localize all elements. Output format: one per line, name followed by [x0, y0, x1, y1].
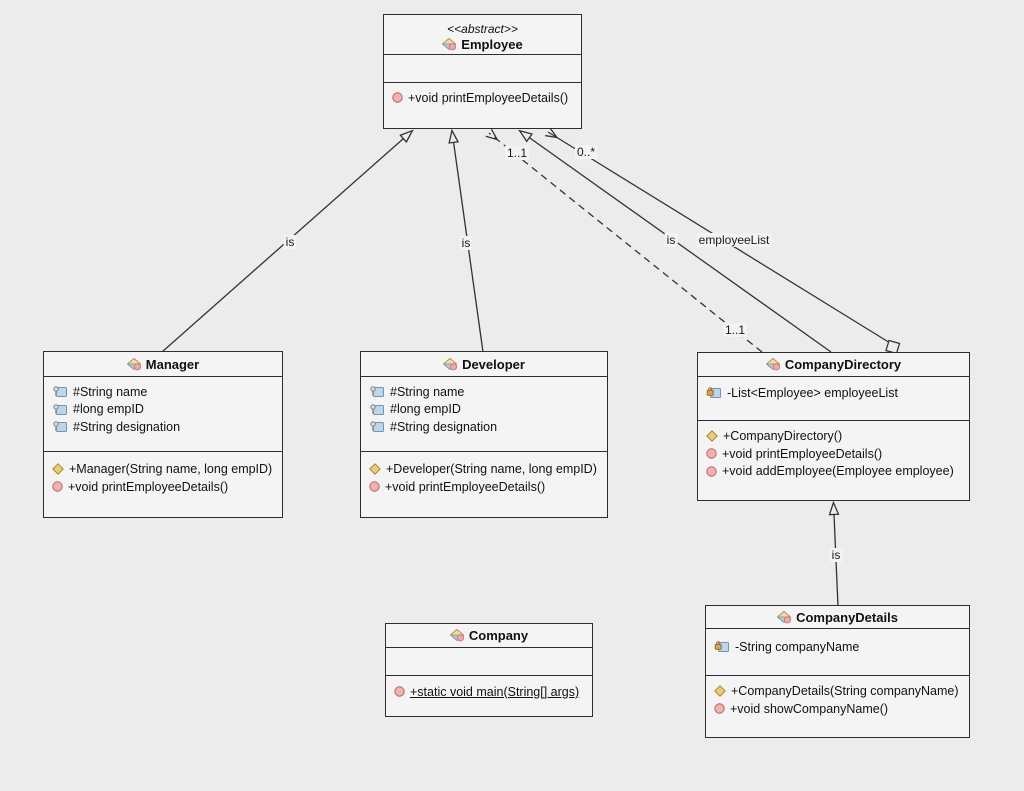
field-key-icon: [369, 403, 385, 416]
edge-label-developer-is: is: [459, 236, 473, 250]
method-row: +static void main(String[] args): [386, 683, 592, 701]
class-title: CompanyDirectory: [698, 353, 969, 377]
attribute-row: -String companyName: [706, 638, 969, 656]
method-row: +Manager(String name, long empID): [44, 461, 282, 479]
attribute-row: #long empID: [361, 401, 607, 419]
field-key-icon: [52, 403, 68, 416]
class-icon: [443, 357, 458, 371]
edge-label-multiplicity-one-bottom: 1..1: [722, 323, 748, 337]
method-row: +CompanyDirectory(): [698, 428, 969, 446]
method-row: +void printEmployeeDetails(): [698, 445, 969, 463]
method-circle-icon: [714, 703, 725, 714]
field-key-icon: [369, 420, 385, 433]
class-icon: [126, 357, 141, 371]
method-row: +void printEmployeeDetails(): [44, 478, 282, 496]
class-box-manager[interactable]: Manager #String name #long empID #String…: [43, 351, 283, 518]
class-box-employee[interactable]: <<abstract>> Employee +void printEmploye…: [383, 14, 582, 129]
class-name: Developer: [462, 356, 525, 372]
method-circle-icon: [369, 481, 380, 492]
methods-section: +static void main(String[] args): [386, 676, 592, 701]
method-row: +void showCompanyName(): [706, 700, 969, 718]
method-circle-icon: [706, 448, 717, 459]
attributes-section: [386, 648, 592, 676]
class-name: CompanyDetails: [796, 609, 898, 625]
constructor-diamond-icon: [369, 463, 381, 476]
methods-section: +void printEmployeeDetails(): [384, 83, 581, 107]
class-icon: [449, 629, 464, 642]
constructor-diamond-icon: [706, 430, 718, 443]
class-name: Manager: [145, 356, 200, 372]
field-key-icon: [52, 385, 68, 398]
class-icon: [442, 37, 457, 51]
edge-directory-dependency-employee[interactable]: [489, 133, 763, 353]
class-title: CompanyDetails: [706, 606, 969, 629]
attributes-section: #String name #long empID #String designa…: [361, 377, 607, 452]
constructor-diamond-icon: [52, 463, 64, 476]
attribute-row: -List<Employee> employeeList: [698, 384, 969, 402]
class-name: Employee: [461, 36, 523, 52]
class-title: Developer: [361, 352, 607, 377]
stereotype-label: <<abstract>>: [447, 21, 518, 36]
class-name: CompanyDirectory: [784, 357, 902, 372]
class-icon: [765, 358, 780, 371]
class-icon: [777, 610, 792, 624]
attributes-section: -List<Employee> employeeList: [698, 377, 969, 421]
method-row: +CompanyDetails(String companyName): [706, 683, 969, 701]
edge-label-multiplicity-one-top: 1..1: [504, 146, 530, 160]
class-box-company[interactable]: Company +static void main(String[] args): [385, 623, 593, 717]
class-name: Company: [468, 628, 529, 643]
methods-section: +Developer(String name, long empID) +voi…: [361, 452, 607, 496]
class-box-developer[interactable]: Developer #String name #long empID #Stri…: [360, 351, 608, 518]
methods-section: +CompanyDirectory() +void printEmployeeD…: [698, 421, 969, 481]
method-row: +void printEmployeeDetails(): [384, 89, 581, 107]
method-circle-icon: [392, 92, 403, 103]
edge-label-manager-is: is: [283, 235, 297, 249]
attribute-row: #String designation: [44, 418, 282, 436]
methods-section: +CompanyDetails(String companyName) +voi…: [706, 676, 969, 718]
edge-label-employee-list: employeeList: [696, 233, 772, 247]
field-key-icon: [369, 385, 385, 398]
edge-label-details-is: is: [829, 548, 843, 562]
constructor-diamond-icon: [714, 685, 726, 698]
edge-label-directory-is: is: [664, 233, 678, 247]
static-method-label: +static void main(String[] args): [410, 684, 580, 699]
attribute-row: #String name: [44, 383, 282, 401]
class-box-company-directory[interactable]: CompanyDirectory -List<Employee> employe…: [697, 352, 970, 501]
class-box-company-details[interactable]: CompanyDetails -String companyName +Comp…: [705, 605, 970, 738]
class-title: <<abstract>> Employee: [384, 15, 581, 55]
class-title: Manager: [44, 352, 282, 377]
field-key-icon: [52, 420, 68, 433]
method-row: +void printEmployeeDetails(): [361, 478, 607, 496]
method-circle-icon: [706, 466, 717, 477]
methods-section: +Manager(String name, long empID) +void …: [44, 452, 282, 496]
field-lock-icon: [714, 640, 730, 653]
class-title: Company: [386, 624, 592, 648]
method-row: +void addEmployee(Employee employee): [698, 463, 969, 481]
method-circle-icon: [394, 686, 405, 697]
attributes-section: -String companyName: [706, 629, 969, 676]
attribute-row: #String name: [361, 383, 607, 401]
edge-label-multiplicity-many: 0..*: [574, 145, 598, 159]
attribute-row: #long empID: [44, 401, 282, 419]
field-lock-icon: [706, 386, 722, 399]
attributes-section: [384, 55, 581, 83]
attributes-section: #String name #long empID #String designa…: [44, 377, 282, 452]
method-row: +Developer(String name, long empID): [361, 461, 607, 479]
attribute-row: #String designation: [361, 418, 607, 436]
method-circle-icon: [52, 481, 63, 492]
